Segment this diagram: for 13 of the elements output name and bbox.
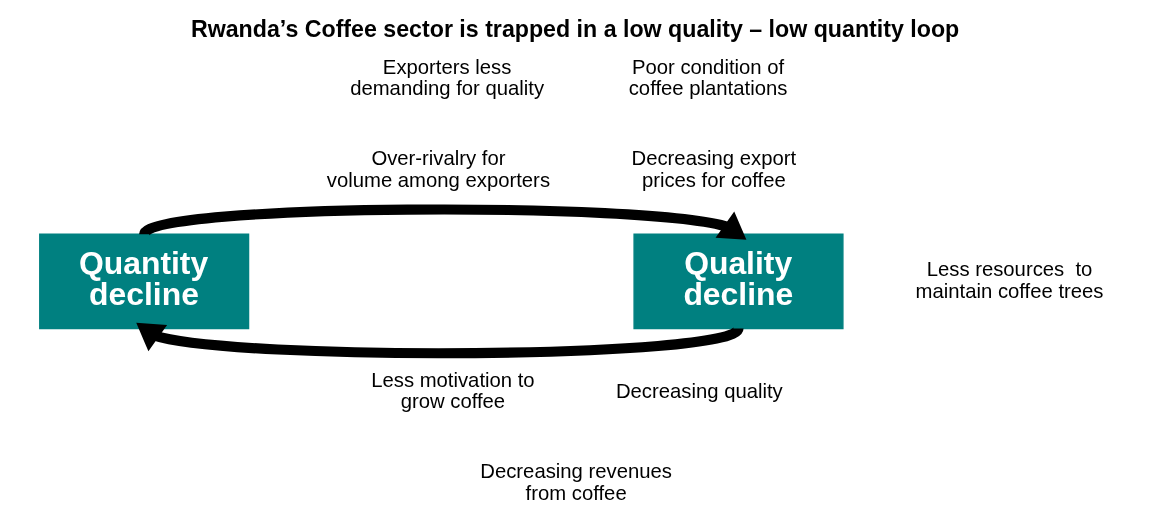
label: Poor condition of coffee plantations xyxy=(628,55,788,100)
label: Over-rivalry for volume among exporters xyxy=(326,146,551,191)
node-box: Quantity decline xyxy=(39,233,250,330)
node-box: Quality decline xyxy=(633,233,844,330)
label: Exporters less demanding for quality xyxy=(350,55,545,100)
label: Less motivation to grow coffee xyxy=(371,368,535,413)
diagram-title: Rwanda’s Coffee sector is trapped in a low quality – low quantity loop xyxy=(190,15,960,42)
label: Less resources to maintain coffee trees xyxy=(915,257,1104,302)
label: Decreasing export prices for coffee xyxy=(631,146,797,191)
arrow xyxy=(141,204,747,240)
arrow xyxy=(136,322,742,359)
label: Decreasing revenues from coffee xyxy=(480,460,672,504)
label: Decreasing quality xyxy=(615,379,783,402)
